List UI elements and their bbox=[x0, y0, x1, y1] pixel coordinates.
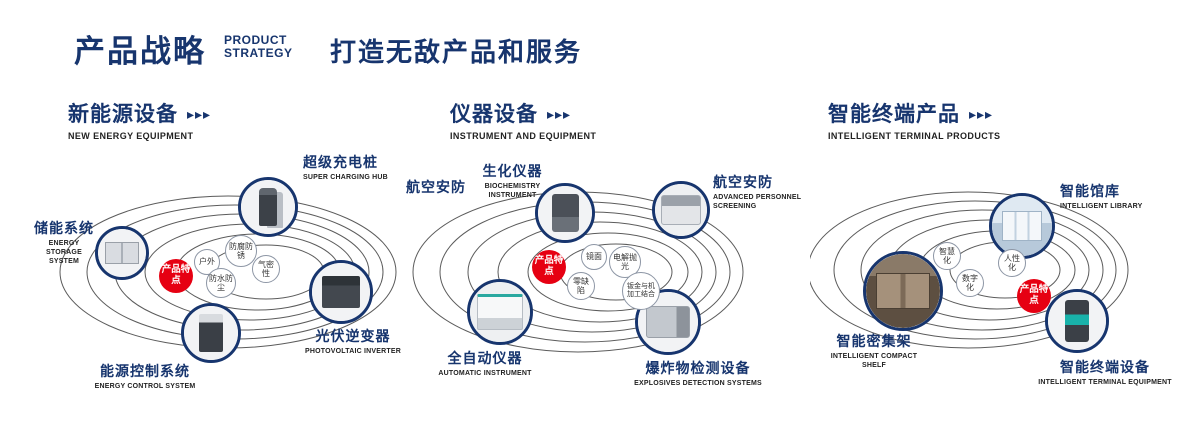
diagram-intelligent-terminal: 智能馆库 INTELLIGENT LIBRARY 智能密集架 INTELLIGE… bbox=[810, 150, 1200, 410]
energy-storage-image bbox=[98, 229, 146, 277]
product-node-energy-storage bbox=[95, 226, 149, 280]
product-label-photovoltaic-inverter: 光伏逆变器 PHOTOVOLTAIC INVERTER bbox=[305, 328, 401, 355]
automatic-instrument-image bbox=[470, 282, 530, 342]
section-title: 智能终端产品 bbox=[828, 103, 960, 126]
product-node-energy-control-system bbox=[181, 303, 241, 363]
section-title: 仪器设备 bbox=[450, 103, 538, 126]
product-node-intelligent-compact-shelf bbox=[863, 251, 943, 331]
product-node-super-charging-hub bbox=[238, 177, 298, 237]
section-header-new-energy: 新能源设备 ▸▸▸ NEW ENERGY EQUIPMENT bbox=[68, 98, 211, 141]
personnel-screening-image bbox=[655, 184, 707, 236]
feature-bubble: 智慧化 bbox=[933, 242, 961, 270]
product-features-badge: 产品特点 bbox=[1017, 279, 1051, 313]
page-title-en-line2: STRATEGY bbox=[224, 45, 293, 60]
product-features-badge: 产品特点 bbox=[532, 250, 566, 284]
feature-bubble: 镜面 bbox=[581, 244, 607, 270]
section-title: 新能源设备 bbox=[68, 103, 178, 126]
chevron-right-icons: ▸▸▸ bbox=[547, 105, 572, 122]
chevron-right-icons: ▸▸▸ bbox=[969, 105, 994, 122]
intelligent-compact-shelf-image bbox=[866, 254, 940, 328]
product-label-automatic-instrument: 全自动仪器 AUTOMATIC INSTRUMENT bbox=[438, 350, 532, 377]
product-node-photovoltaic-inverter bbox=[309, 260, 373, 324]
section-header-instruments: 仪器设备 ▸▸▸ INSTRUMENT AND EQUIPMENT bbox=[450, 98, 596, 141]
diagram-instruments: 生化仪器 BIOCHEMISTRY INSTRUMENT 航空安防 航空安防 A… bbox=[406, 150, 810, 410]
section-header-intelligent-terminal: 智能终端产品 ▸▸▸ INTELLIGENT TERMINAL PRODUCTS bbox=[828, 98, 1000, 141]
photovoltaic-inverter-image bbox=[312, 263, 370, 321]
chevron-right-icons: ▸▸▸ bbox=[187, 105, 212, 122]
diagram-new-energy: 储能系统 ENERGY STORAGE SYSTEM 超级充电桩 SUPER C… bbox=[30, 150, 430, 410]
product-features-badge: 产品特点 bbox=[159, 259, 193, 293]
product-label-biochemistry-instrument: 生化仪器 BIOCHEMISTRY INSTRUMENT bbox=[482, 163, 543, 199]
biochemistry-instrument-image bbox=[538, 186, 592, 240]
feature-bubble: 零缺陷 bbox=[567, 272, 595, 300]
product-node-intelligent-library bbox=[989, 193, 1055, 259]
feature-bubble: 钣金与机加工结合 bbox=[622, 272, 660, 310]
product-label-personnel-screening: 航空安防 ADVANCED PERSONNEL SCREENING bbox=[713, 174, 802, 210]
aviation-security-label: 航空安防 bbox=[406, 179, 466, 195]
product-label-energy-storage: 储能系统 ENERGY STORAGE SYSTEM bbox=[34, 220, 94, 265]
product-label-intelligent-library: 智能馆库 INTELLIGENT LIBRARY bbox=[1060, 183, 1143, 210]
product-node-intelligent-terminal-equipment bbox=[1045, 289, 1109, 353]
product-label-super-charging-hub: 超级充电桩 SUPER CHARGING HUB bbox=[303, 154, 388, 181]
feature-bubble: 防腐防锈 bbox=[225, 235, 257, 267]
super-charging-hub-image bbox=[241, 180, 295, 234]
page-title-en-line1: PRODUCT bbox=[224, 33, 287, 47]
section-subtitle: INSTRUMENT AND EQUIPMENT bbox=[450, 131, 597, 141]
product-label-intelligent-terminal-equipment: 智能终端设备 INTELLIGENT TERMINAL EQUIPMENT bbox=[1038, 359, 1172, 386]
product-node-automatic-instrument bbox=[467, 279, 533, 345]
page-title-en: PRODUCT STRATEGY bbox=[224, 34, 292, 59]
slogan: 打造无敌产品和服务 bbox=[330, 37, 583, 67]
feature-bubble: 人性化 bbox=[998, 249, 1026, 277]
page-title: 产品战略 bbox=[74, 34, 206, 69]
feature-bubble: 防水防尘 bbox=[206, 268, 236, 298]
product-label-explosives-detection: 爆炸物检测设备 EXPLOSIVES DETECTION SYSTEMS bbox=[634, 360, 762, 387]
section-subtitle: INTELLIGENT TERMINAL PRODUCTS bbox=[828, 131, 1001, 141]
feature-bubble: 数字化 bbox=[956, 269, 984, 297]
product-label-energy-control-system: 能源控制系统 ENERGY CONTROL SYSTEM bbox=[94, 363, 196, 390]
feature-bubble: 气密性 bbox=[252, 255, 280, 283]
product-node-personnel-screening bbox=[652, 181, 710, 239]
intelligent-terminal-equipment-image bbox=[1048, 292, 1106, 350]
section-subtitle: NEW ENERGY EQUIPMENT bbox=[68, 131, 194, 141]
product-node-biochemistry-instrument bbox=[535, 183, 595, 243]
energy-control-system-image bbox=[184, 306, 238, 360]
product-label-intelligent-compact-shelf: 智能密集架 INTELLIGENT COMPACT SHELF bbox=[830, 333, 918, 369]
intelligent-library-image bbox=[992, 196, 1052, 256]
